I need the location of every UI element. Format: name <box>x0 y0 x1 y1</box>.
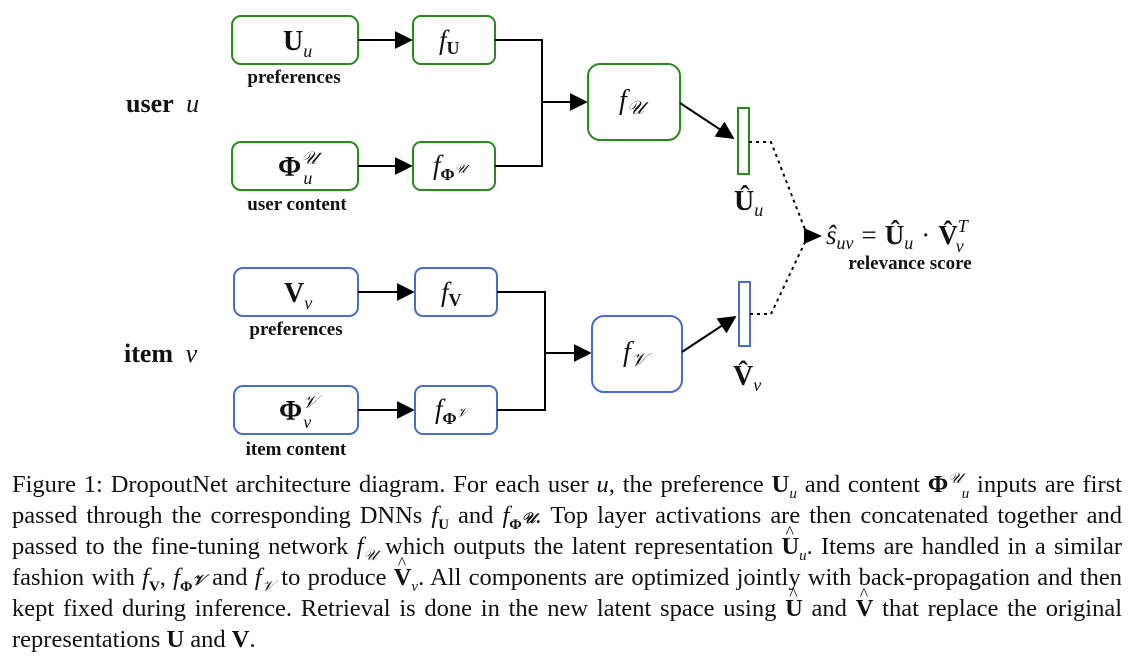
item-group-label: item v <box>124 339 198 368</box>
item-content-dnn-label: fΦ𝒱 <box>435 394 472 428</box>
figure-caption: Figure 1: DropoutNet architecture diagra… <box>12 469 1122 655</box>
user-latent-label: Ûu <box>734 186 763 220</box>
user-finetune-label: f𝒰 <box>619 85 649 119</box>
item-merge-line <box>497 291 546 411</box>
item-finetune-label: f𝒱 <box>623 337 653 371</box>
user-content-dnn-label: fΦ𝒰 <box>433 150 471 184</box>
relevance-score-caption: relevance score <box>848 253 971 274</box>
user-group-label: user u <box>126 89 199 118</box>
user-content-caption: user content <box>247 194 347 215</box>
user-merge-line <box>495 39 543 167</box>
arrow-item-tune-to-latent <box>681 316 737 353</box>
user-preference-dnn-label: fU <box>439 25 460 58</box>
item-finetune-box <box>591 315 683 393</box>
dotted-user-to-score <box>749 141 807 233</box>
item-latent-vector <box>738 281 751 347</box>
item-preference-dnn-label: fV <box>441 277 462 310</box>
user-latent-vector <box>737 107 750 175</box>
score-arrowhead <box>804 228 822 244</box>
item-latent-label: V̂v <box>733 361 761 395</box>
dotted-item-to-score <box>750 239 807 315</box>
arrow-user-tune-to-latent <box>679 102 735 139</box>
item-content-caption: item content <box>246 439 347 460</box>
user-finetune-box <box>587 63 681 141</box>
user-preference-caption: preferences <box>247 67 340 88</box>
item-preference-caption: preferences <box>249 319 342 340</box>
user-preference-input-symbol: Uu <box>283 26 312 61</box>
item-preference-input-symbol: Vv <box>284 278 312 313</box>
